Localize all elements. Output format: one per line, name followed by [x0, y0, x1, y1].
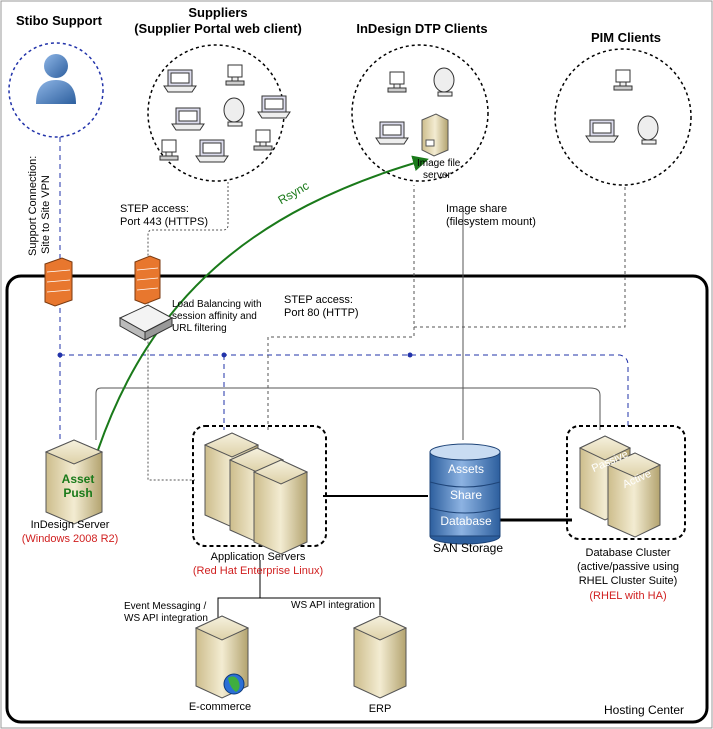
db-cluster-label-1: Database Cluster: [585, 547, 671, 559]
erp-server-icon: [352, 615, 408, 699]
image-file-server-label-1: Image file: [417, 158, 461, 169]
load-balancer-label-3: URL filtering: [172, 323, 227, 334]
globe-icon: [223, 673, 245, 695]
step-https-label-1: STEP access:: [120, 203, 189, 215]
erp-label: ERP: [368, 703, 392, 715]
indesign-dtp-title: InDesign DTP Clients: [356, 21, 488, 36]
san-database-label: Database: [440, 514, 492, 528]
support-connection-label-2: Site to Site VPN: [40, 175, 52, 254]
hosting-center-label: Hosting Center: [604, 703, 685, 717]
indesign-server-label: InDesign Server: [30, 519, 110, 531]
integration-lines: [217, 597, 381, 625]
hosting-center-frame: [5, 274, 709, 724]
vpn-junction-dots: [57, 352, 413, 358]
vpn-lines: [59, 137, 629, 440]
asset-push-label-1: Asset: [61, 472, 95, 486]
app-server-icons: [203, 432, 309, 555]
support-user-icon: [36, 54, 76, 104]
image-share-label-1: Image share: [446, 203, 508, 215]
image-share-label-2: (filesystem mount): [446, 216, 536, 228]
db-cluster-os: (RHEL with HA): [589, 590, 667, 602]
http-lines: [95, 185, 626, 440]
step-http-label-1: STEP access:: [284, 294, 353, 306]
https-path: [147, 182, 229, 481]
app-servers-box: [192, 425, 327, 547]
step-https-label-2: Port 443 (HTTPS): [120, 216, 209, 228]
san-storage-label: SAN Storage: [432, 541, 504, 555]
rsync-arrow: [97, 155, 429, 451]
pim-clients-title: PIM Clients: [590, 30, 662, 45]
load-balancer-label-2: session affinity and: [172, 311, 257, 322]
pim-clients-icon: [585, 69, 659, 145]
ws-api-label: WS API integration: [291, 600, 375, 611]
san-share-label: Share: [449, 488, 483, 502]
ecommerce-label: E-commerce: [188, 701, 252, 713]
asset-push-label-2: Push: [63, 486, 93, 500]
app-servers-os: (Red Hat Enterprise Linux): [192, 565, 324, 577]
san-storage-icon: [429, 443, 501, 545]
load-balancer-label-1: Load Balancing with: [172, 299, 262, 310]
event-messaging-label-2: WS API integration: [124, 613, 208, 624]
suppliers-subtitle: (Supplier Portal web client): [134, 21, 302, 36]
supplier-laptops-icon: [159, 64, 291, 163]
event-messaging-label-1: Event Messaging /: [124, 601, 207, 612]
stibo-support-circle: [8, 42, 104, 138]
pim-clients-circle: [554, 48, 692, 186]
indesign-clients-icon: [375, 67, 455, 145]
stibo-support-title: Stibo Support: [16, 13, 102, 28]
db-cluster-label-2: (active/passive using: [576, 561, 680, 573]
indesign-server-icon: [44, 439, 104, 525]
suppliers-title: Suppliers: [188, 5, 248, 20]
image-file-server-label-2: server: [423, 170, 451, 181]
db-cluster-icons: [578, 435, 662, 538]
app-servers-label: Application Servers: [210, 551, 306, 563]
firewall-https-icon: [134, 255, 161, 305]
image-file-server-icon: [421, 113, 449, 157]
step-http-label-2: Port 80 (HTTP): [284, 307, 359, 319]
db-cluster-label-3: RHEL Cluster Suite): [578, 575, 678, 587]
indesign-dtp-circle: [351, 44, 489, 182]
support-connection-label-1: Support Connection:: [27, 155, 39, 256]
san-assets-label: Assets: [447, 462, 485, 476]
firewall-vpn-icon: [44, 257, 73, 307]
indesign-server-os: (Windows 2008 R2): [21, 533, 119, 545]
db-cluster-box: [566, 425, 686, 540]
load-balancer-icon: [118, 304, 174, 341]
